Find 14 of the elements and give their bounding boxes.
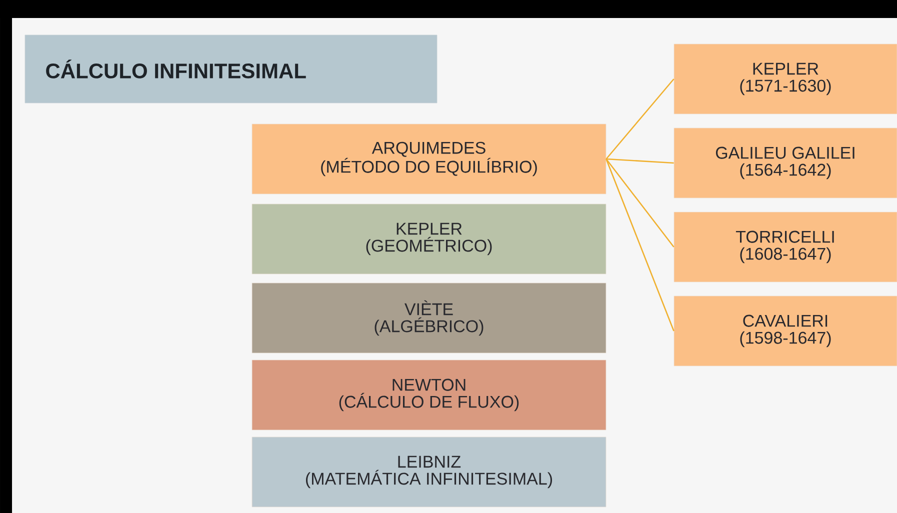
name-box: KEPLER (GEOMÉTRICO) <box>252 204 606 274</box>
name-box: CAVALIERI (1598-1647) <box>674 296 897 366</box>
name-box: GALILEU GALILEI (1564-1642) <box>674 128 897 198</box>
name-box: KEPLER (1571-1630) <box>674 44 897 114</box>
name-box: LEIBNIZ (MATEMÁTICA INFINITESIMAL) <box>252 436 606 508</box>
connector-line <box>606 158 674 332</box>
title: CÁLCULO INFINITESIMAL <box>46 60 306 78</box>
name-box: VIÈTE (ALGÉBRICO) <box>252 282 606 354</box>
connector-line <box>606 158 674 164</box>
name-box: NEWTON (CÁLCULO DE FLUXO) <box>252 360 606 430</box>
name-box: TORRICELLI (1608-1647) <box>674 212 897 282</box>
connector-line <box>606 158 674 248</box>
name-box: ARQUIMEDES (MÉTODO DO EQUILÍBRIO) <box>252 124 606 194</box>
connector-line <box>606 78 674 160</box>
